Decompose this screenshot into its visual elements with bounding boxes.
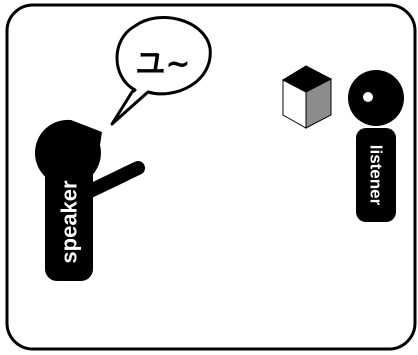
listener-label: listener xyxy=(367,145,386,206)
listener-figure: listener xyxy=(348,70,404,222)
speaker-eye xyxy=(77,107,88,118)
cube-icon xyxy=(283,66,331,128)
listener-head xyxy=(348,70,404,126)
speaker-label: speaker xyxy=(57,180,82,264)
listener-eye xyxy=(363,92,373,102)
speech-bubble-text: ユ~ xyxy=(135,47,190,82)
